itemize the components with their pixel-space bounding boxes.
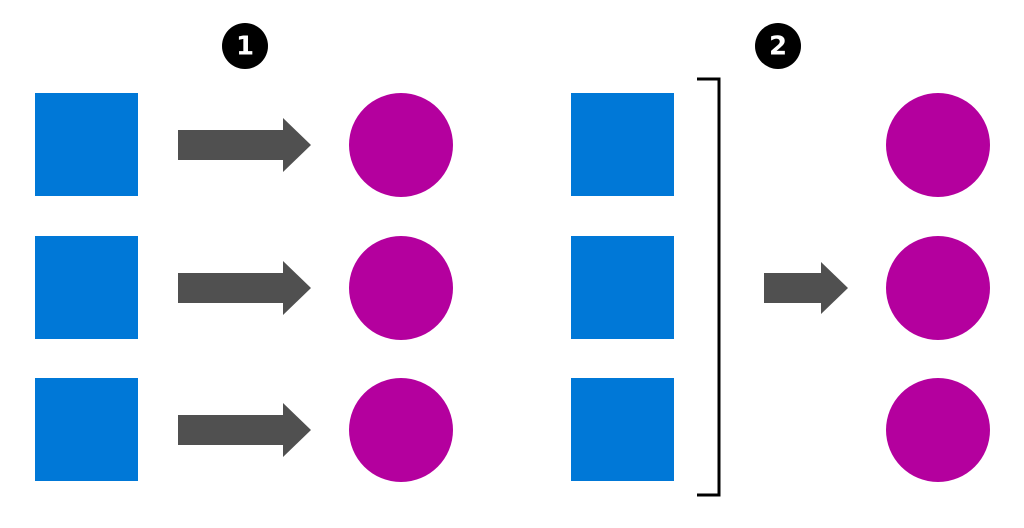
step-badge-1: 1 [222,23,268,69]
arrow-right-icon [764,262,848,314]
arrow-right-icon [178,403,311,457]
panel-many-to-many: 2 [571,23,990,497]
input-square-3 [35,378,138,481]
input-square-2 [571,236,674,339]
badge-circle [222,23,268,69]
input-square-1 [35,93,138,196]
input-square-2 [35,236,138,339]
output-circle-2 [349,236,453,340]
step-badge-2: 2 [755,23,801,69]
bracket-icon [697,77,721,497]
input-square-1 [571,93,674,196]
badge-label: 1 [236,32,254,62]
badge-circle [755,23,801,69]
output-circle-1 [886,93,990,197]
panel-one-to-one: 1 [35,23,453,482]
output-circle-3 [886,378,990,482]
output-circle-2 [886,236,990,340]
arrow-right-icon [178,261,311,315]
badge-label: 2 [769,32,787,62]
input-square-3 [571,378,674,481]
output-circle-1 [349,93,453,197]
output-circle-3 [349,378,453,482]
arrow-right-icon [178,118,311,172]
